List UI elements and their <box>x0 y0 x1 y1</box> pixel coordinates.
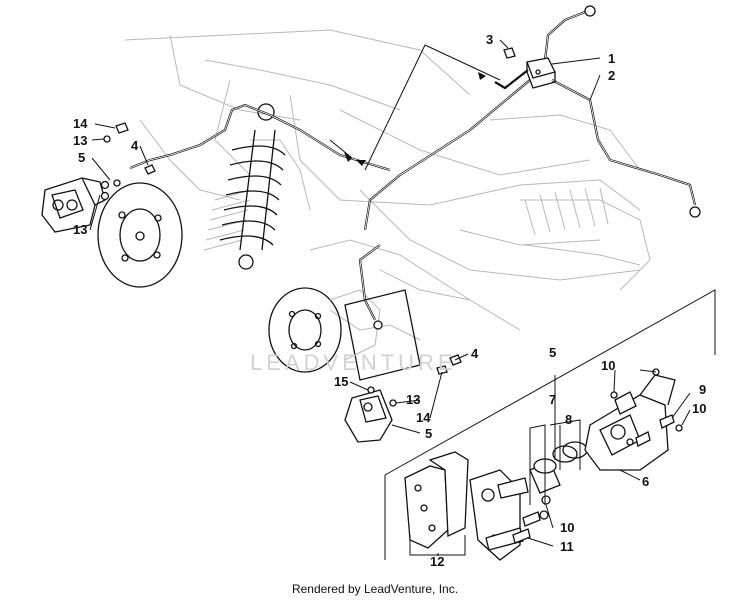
direction-arrows <box>329 44 501 171</box>
callout-5-front: 5 <box>425 426 432 441</box>
callout-4-rear: 4 <box>131 138 139 153</box>
callout-2: 2 <box>608 68 615 83</box>
callout-14-front: 14 <box>416 410 431 425</box>
front-wheel-hub <box>268 287 381 373</box>
front-caliper-mounted <box>344 289 462 443</box>
callout-10-right: 10 <box>692 401 706 416</box>
exploded-caliper-parts <box>384 289 716 561</box>
vehicle-frame-ghost <box>124 29 651 341</box>
callout-11: 11 <box>560 539 574 554</box>
callout-14-rear: 14 <box>73 116 88 131</box>
callout-leaders <box>89 39 691 556</box>
callout-13-rear-upper: 13 <box>73 133 87 148</box>
callout-13-front: 13 <box>406 392 420 407</box>
callout-3: 3 <box>486 32 493 47</box>
callout-9: 9 <box>699 382 706 397</box>
callout-numbers: 1 2 3 14 13 5 4 13 4 15 13 14 5 5 7 8 10… <box>73 32 706 569</box>
rear-shock-spring <box>219 103 286 270</box>
credit-line: Rendered by LeadVenture, Inc. <box>291 582 459 596</box>
callout-8: 8 <box>565 412 572 427</box>
callout-5-rear: 5 <box>78 150 85 165</box>
brake-hoses <box>129 5 701 321</box>
callout-4-front: 4 <box>471 346 479 361</box>
callout-7: 7 <box>549 392 556 407</box>
callout-15: 15 <box>334 374 348 389</box>
callout-10-lower: 10 <box>560 520 574 535</box>
callout-1: 1 <box>608 51 615 66</box>
callout-12: 12 <box>430 554 444 569</box>
rear-caliper-assembly <box>41 122 156 233</box>
callout-6: 6 <box>642 474 649 489</box>
rear-wheel-hub <box>97 182 183 288</box>
callout-10-top: 10 <box>601 358 615 373</box>
watermark: LEADVENTURE <box>250 350 457 375</box>
callout-13-rear-lower: 13 <box>73 222 87 237</box>
callout-5-exploded: 5 <box>549 345 556 360</box>
brake-junction-block <box>503 47 556 89</box>
